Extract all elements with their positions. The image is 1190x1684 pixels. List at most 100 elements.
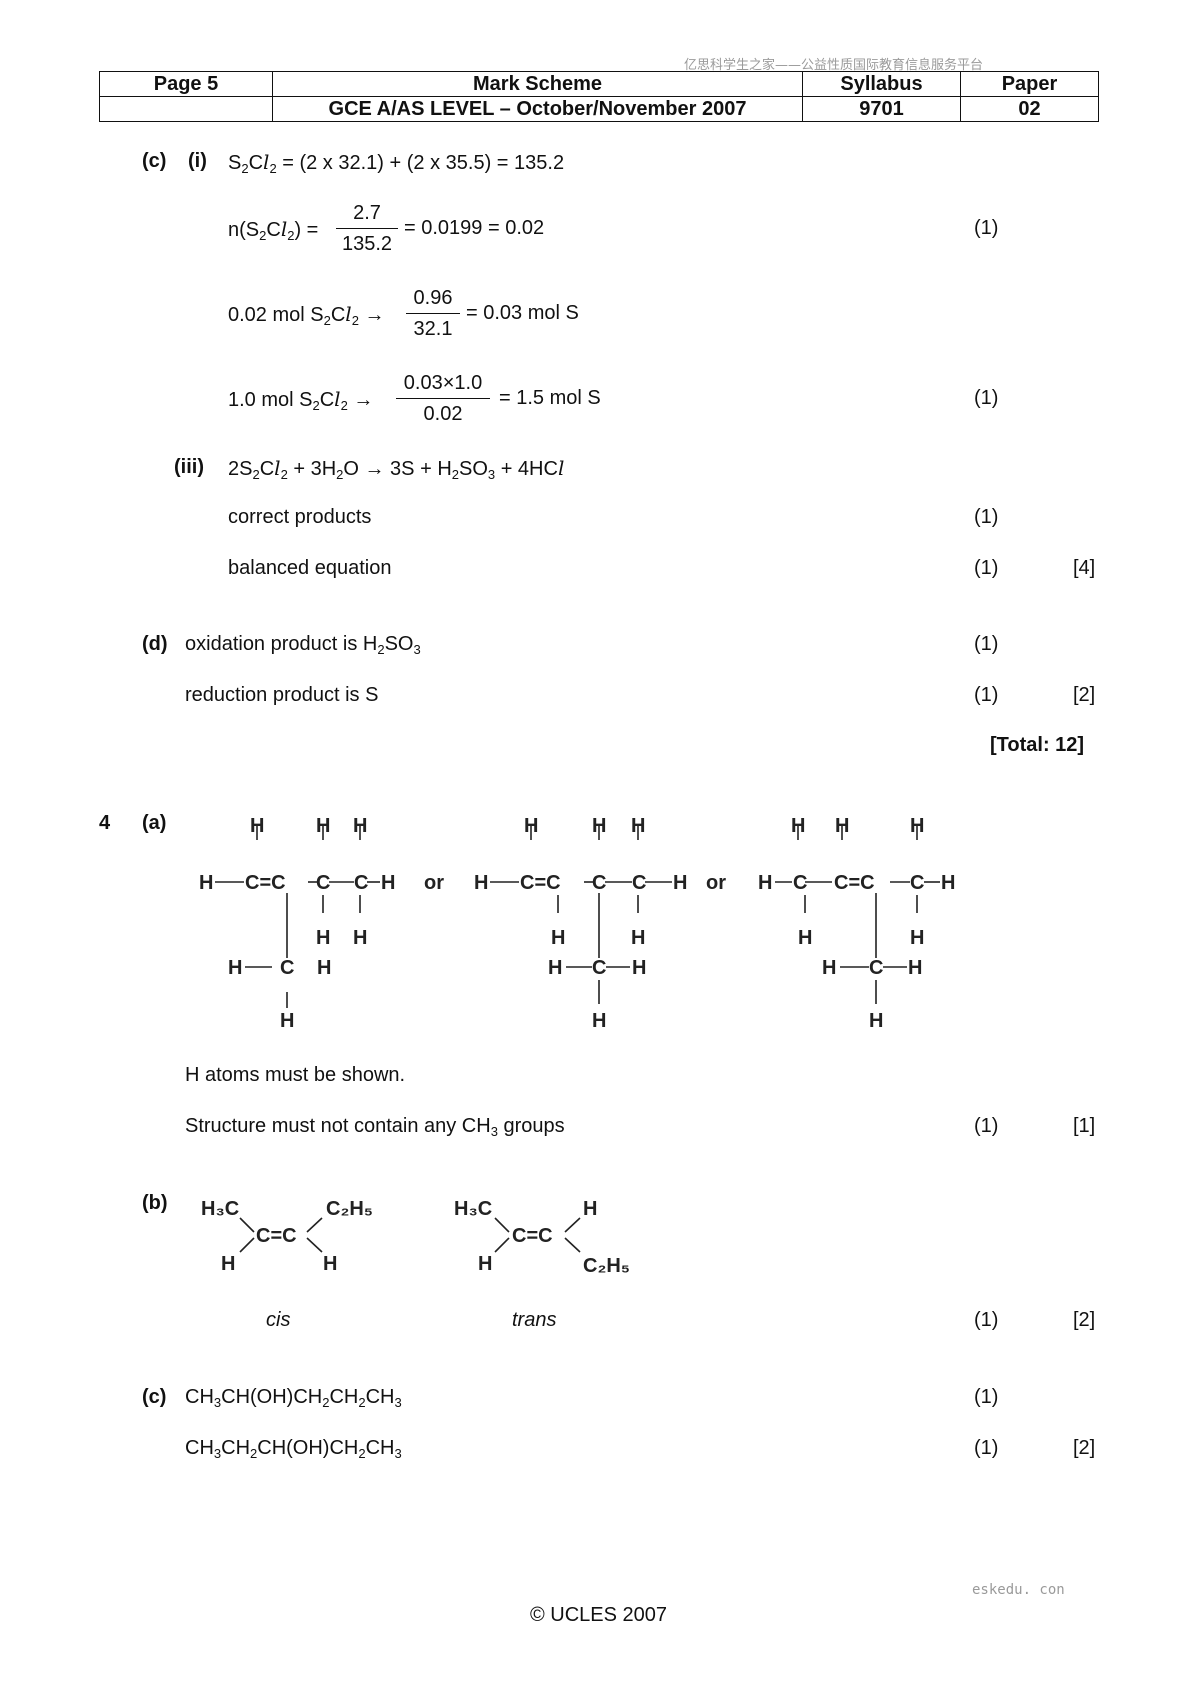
header-syllabus: Syllabus: [802, 71, 961, 97]
atom-c: C: [793, 872, 807, 894]
atom-h: H: [381, 872, 395, 894]
mark: (1): [974, 557, 999, 579]
mark: (1): [974, 217, 999, 239]
part-d-label: (d): [142, 633, 168, 655]
atom-h: H: [869, 1010, 883, 1032]
or-text: or: [424, 872, 444, 894]
mark: (1): [974, 1386, 999, 1408]
subpart-iii-label: (iii): [174, 456, 204, 478]
scale-result: = 1.5 mol S: [499, 387, 601, 409]
atom-h: H: [631, 927, 645, 949]
part-total: [1]: [1073, 1115, 1096, 1137]
mole-scale-label: 1.0 mol S2Cl2 →: [228, 387, 374, 413]
atom-h: H: [474, 872, 488, 894]
atom-c: C: [280, 957, 294, 979]
atom-c: C: [354, 872, 368, 894]
group-h3c: H₃C: [454, 1198, 492, 1220]
correct-products-text: correct products: [228, 506, 372, 528]
double-bond-cc: C=C: [512, 1225, 553, 1247]
balanced-equation-text: balanced equation: [228, 557, 392, 579]
atom-h: H: [592, 1010, 606, 1032]
atom-h: H: [908, 957, 922, 979]
atom-h: H: [758, 872, 772, 894]
subpart-i-label: (i): [188, 150, 207, 172]
atom-h: H: [221, 1253, 235, 1275]
group-c2h5: C₂H₅: [326, 1198, 373, 1220]
atom-c: C: [592, 872, 606, 894]
copyright: © UCLES 2007: [530, 1604, 668, 1626]
atom-h: H: [316, 927, 330, 949]
watermark-text: 亿思科学生之家——公益性质国际教育信息服务平台: [684, 58, 984, 73]
atom-h: H: [478, 1253, 492, 1275]
alcohol-formula-2: CH3CH2CH(OH)CH2CH3: [185, 1437, 402, 1461]
part-b-label: (b): [142, 1192, 168, 1214]
molar-mass-line: S2Cl2 = (2 x 32.1) + (2 x 35.5) = 135.2: [228, 150, 565, 176]
site-watermark: eskedu. con: [972, 1582, 1065, 1598]
part-total: [2]: [1073, 684, 1096, 706]
hydrolysis-equation: 2S2Cl2 + 3H2O → 3S + H2SO3 + 4HCl: [228, 456, 565, 482]
part-a-label: (a): [142, 812, 167, 834]
reduction-product-text: reduction product is S: [185, 684, 379, 706]
question-total: [Total: 12]: [990, 734, 1085, 756]
atom-h: H: [592, 815, 606, 837]
atom-h: H: [524, 815, 538, 837]
header-blank-cell: [99, 96, 273, 122]
atom-h: H: [941, 872, 955, 894]
mark: (1): [974, 1115, 999, 1137]
atom-h: H: [280, 1010, 294, 1032]
atom-h: H: [673, 872, 687, 894]
atom-c: C: [592, 957, 606, 979]
cis-label: cis: [266, 1309, 291, 1331]
atom-h: H: [316, 815, 330, 837]
atom-c: C: [910, 872, 924, 894]
atom-c: C: [316, 872, 330, 894]
atom-h: H: [631, 815, 645, 837]
part-c-label: (c): [142, 1386, 167, 1408]
atom-h: H: [353, 927, 367, 949]
group-c2h5: C₂H₅: [583, 1255, 630, 1277]
trans-label: trans: [512, 1309, 557, 1331]
atom-c: C: [632, 872, 646, 894]
moles-line-label: n(S2Cl2) =: [228, 217, 319, 243]
note-no-ch3: Structure must not contain any CH3 group…: [185, 1115, 565, 1139]
mark: (1): [974, 1309, 999, 1331]
atom-h: H: [583, 1198, 597, 1220]
atom-h: H: [228, 957, 242, 979]
header-page: Page 5: [99, 71, 273, 97]
or-text: or: [706, 872, 726, 894]
part-total: [4]: [1073, 557, 1096, 579]
double-bond-cc: C=C: [256, 1225, 297, 1247]
atom-h: H: [835, 815, 849, 837]
part-total: [2]: [1073, 1309, 1096, 1331]
mark: (1): [974, 387, 999, 409]
atom-h: H: [910, 927, 924, 949]
atom-h: H: [551, 927, 565, 949]
part-total: [2]: [1073, 1437, 1096, 1459]
header-mark-scheme: Mark Scheme: [272, 71, 803, 97]
atom-h: H: [353, 815, 367, 837]
double-bond-cc: C=C: [245, 872, 286, 894]
moles-result: = 0.0199 = 0.02: [404, 217, 545, 239]
header-table: Page 5 Mark Scheme Syllabus Paper GCE A/…: [99, 71, 1099, 122]
atom-h: H: [791, 815, 805, 837]
atom-h: H: [822, 957, 836, 979]
mark: (1): [974, 506, 999, 528]
sulfur-result: = 0.03 mol S: [466, 302, 579, 324]
atom-h: H: [317, 957, 331, 979]
question-4-number: 4: [99, 812, 111, 834]
mark: (1): [974, 684, 999, 706]
note-h-atoms: H atoms must be shown.: [185, 1064, 406, 1086]
atom-h: H: [250, 815, 264, 837]
double-bond-cc: C=C: [520, 872, 561, 894]
double-bond-cc: C=C: [834, 872, 875, 894]
atom-h: H: [798, 927, 812, 949]
part-c-label: (c): [142, 150, 167, 172]
atom-h: H: [199, 872, 213, 894]
header-exam-title: GCE A/AS LEVEL – October/November 2007: [272, 96, 803, 122]
header-paper: Paper: [960, 71, 1099, 97]
atom-c: C: [869, 957, 883, 979]
